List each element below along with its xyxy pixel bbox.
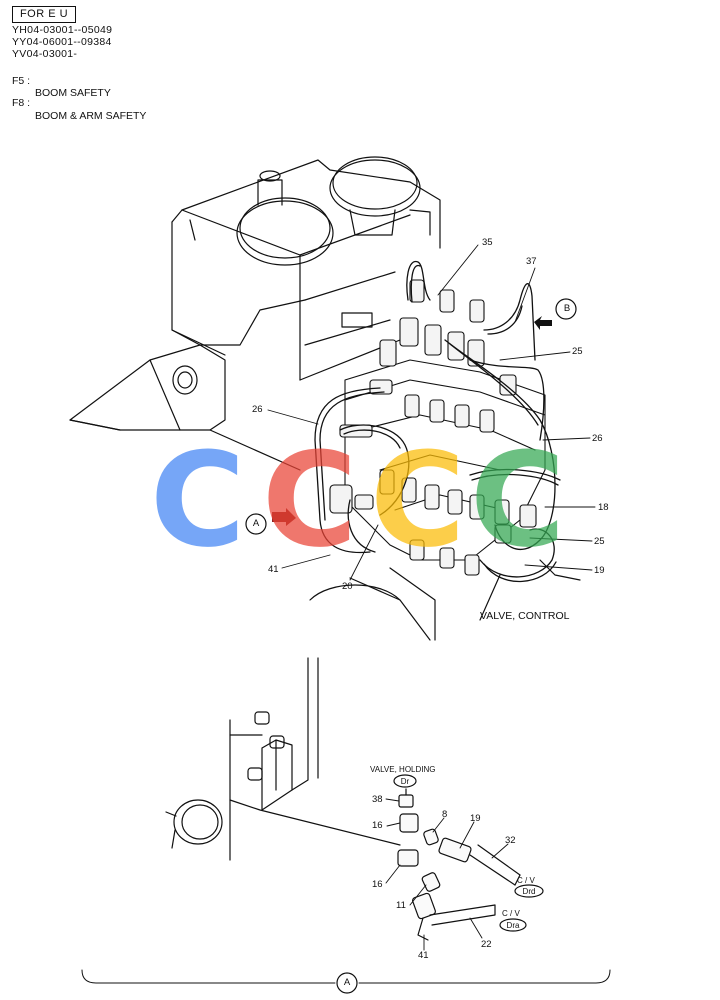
part-number-26-right: 26 xyxy=(592,433,603,444)
cv-label-1: C / V xyxy=(517,876,535,885)
watermark-letter-4: C xyxy=(470,424,565,576)
part-number-35: 35 xyxy=(482,237,493,248)
cv-tag-1: Drd xyxy=(522,887,536,896)
detail-part-number-41: 41 xyxy=(418,950,429,961)
hoses xyxy=(314,261,561,583)
serial-range-2: YY04-06001--09384 xyxy=(12,36,112,48)
part-number-25-lower: 25 xyxy=(594,536,605,547)
detail-part-number-32: 32 xyxy=(505,835,516,846)
holding-valve-label: VALVE, HOLDING xyxy=(370,765,436,774)
option-key-f8: F8 : xyxy=(12,97,31,109)
detail-part-number-16-upper: 16 xyxy=(372,820,383,831)
callout-a-circle xyxy=(245,513,267,535)
detail-part-number-8: 8 xyxy=(442,809,448,820)
watermark-letter-3: C xyxy=(370,424,465,576)
detail-part-number-22: 22 xyxy=(481,939,492,950)
leader-lines xyxy=(267,244,596,581)
part-number-37: 37 xyxy=(526,256,537,267)
detail-part-number-16-lower: 16 xyxy=(372,879,383,890)
watermark: C C C C xyxy=(150,424,565,576)
holding-valve-tag: Dr xyxy=(400,777,410,786)
part-number-18: 18 xyxy=(598,502,609,513)
arrow-b-icon xyxy=(534,316,552,330)
detail-callout-a-label: A xyxy=(343,977,351,988)
part-number-41: 41 xyxy=(268,564,279,575)
serial-range-3: YV04-03001- xyxy=(12,48,78,60)
arrow-a-icon xyxy=(272,508,296,526)
option-desc-f5: BOOM SAFETY xyxy=(35,87,111,99)
cv-label-2: C / V xyxy=(502,909,520,918)
detail-part-number-38: 38 xyxy=(372,794,383,805)
serial-range-1: YH04-03001--05049 xyxy=(12,24,113,36)
callout-b-circle xyxy=(555,298,577,320)
cv-tag-2: Dra xyxy=(506,921,520,930)
callout-b-label: B xyxy=(563,303,571,314)
callout-a-detail-circle xyxy=(336,972,358,994)
machine-body xyxy=(69,156,581,641)
part-number-25-upper: 25 xyxy=(572,346,583,357)
watermark-letter-1: C xyxy=(150,424,245,576)
callout-a-label: A xyxy=(252,518,260,529)
detail-part-number-19: 19 xyxy=(470,813,481,824)
control-valve-block xyxy=(329,279,546,576)
option-key-f5: F5 : xyxy=(12,75,31,87)
part-number-20: 20 xyxy=(342,581,353,592)
detail-part-number-11: 11 xyxy=(396,900,406,911)
detail-view-drawing xyxy=(165,657,544,951)
watermark-letter-2: C xyxy=(262,424,357,576)
valve-control-caption: VALVE, CONTROL xyxy=(480,610,570,622)
region-badge: FOR E U xyxy=(12,6,76,23)
option-desc-f8: BOOM & ARM SAFETY xyxy=(35,110,147,122)
part-number-19: 19 xyxy=(594,565,605,576)
part-number-26-left: 26 xyxy=(252,404,263,415)
